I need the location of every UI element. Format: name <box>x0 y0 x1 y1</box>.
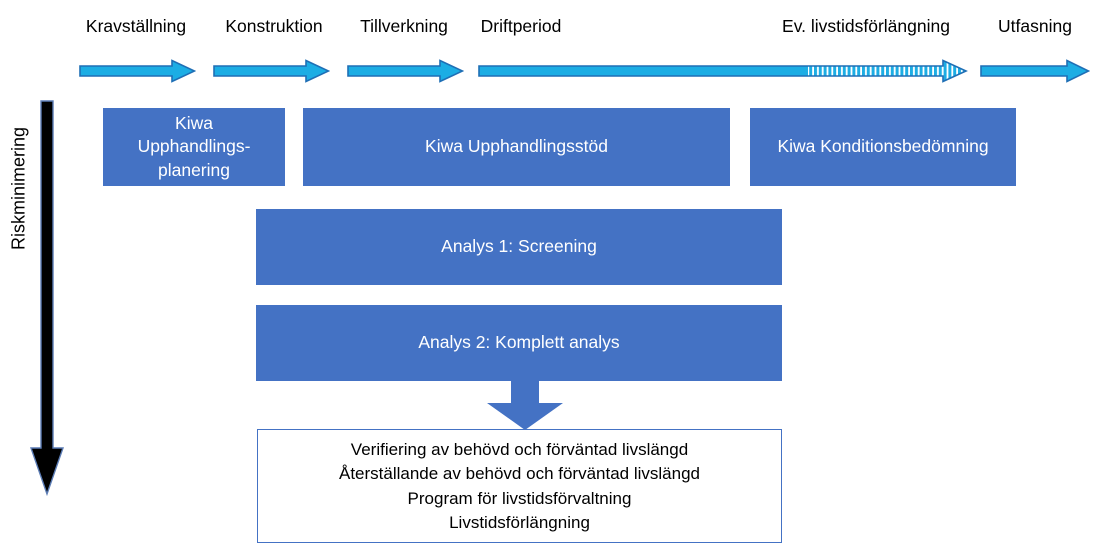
outcome-line-program: Program för livstidsförvaltning <box>407 488 632 508</box>
service-box-analys-1-screening[interactable]: Analys 1: Screening <box>256 209 782 285</box>
service-box-analys-2-komplett-analys[interactable]: Analys 2: Komplett analys <box>256 305 782 381</box>
phase-arrow-utfasning <box>980 59 1090 83</box>
flow-down-arrow-icon <box>486 379 564 431</box>
service-box-upphandlingsstod[interactable]: Kiwa Upphandlingsstöd <box>303 108 730 186</box>
outcome-box: Verifiering av behövd och förväntad livs… <box>257 429 782 543</box>
phase-label-utfasning: Utfasning <box>998 16 1072 36</box>
risk-minimization-label: Riskminimering <box>8 126 29 251</box>
phase-arrow-driftperiod-livstidsforlangning <box>478 59 968 83</box>
service-box-konditionsbedomning[interactable]: Kiwa Konditionsbedömning <box>750 108 1016 186</box>
service-box-label: Analys 2: Komplett analys <box>418 332 620 353</box>
phase-label-livstidsforlangning: Ev. livstidsförlängning <box>782 16 950 36</box>
service-box-label: Kiwa Upphandlingsstöd <box>425 136 608 157</box>
service-box-label: Kiwa Konditionsbedömning <box>777 136 989 157</box>
risk-minimization-arrow <box>30 100 64 497</box>
service-box-label: Kiwa Upphandlings- planering <box>137 113 251 180</box>
phase-arrow-tillverkning <box>347 59 464 83</box>
phase-label-tillverkning: Tillverkning <box>360 16 448 36</box>
phase-label-driftperiod: Driftperiod <box>480 16 562 36</box>
phase-arrow-konstruktion <box>213 59 330 83</box>
outcome-line-verifiering: Verifiering av behövd och förväntad livs… <box>350 439 689 459</box>
phase-label-kravstallning: Kravställning <box>85 16 187 36</box>
phase-arrow-kravstallning <box>79 59 196 83</box>
service-box-upphandlingsplanering[interactable]: Kiwa Upphandlings- planering <box>103 108 285 186</box>
phase-label-konstruktion: Konstruktion <box>225 16 323 36</box>
outcome-line-livstidsforlangning: Livstidsförlängning <box>449 512 590 532</box>
service-box-label: Analys 1: Screening <box>441 236 597 257</box>
outcome-line-aterstallande: Återställande av behövd och förväntad li… <box>338 464 700 484</box>
